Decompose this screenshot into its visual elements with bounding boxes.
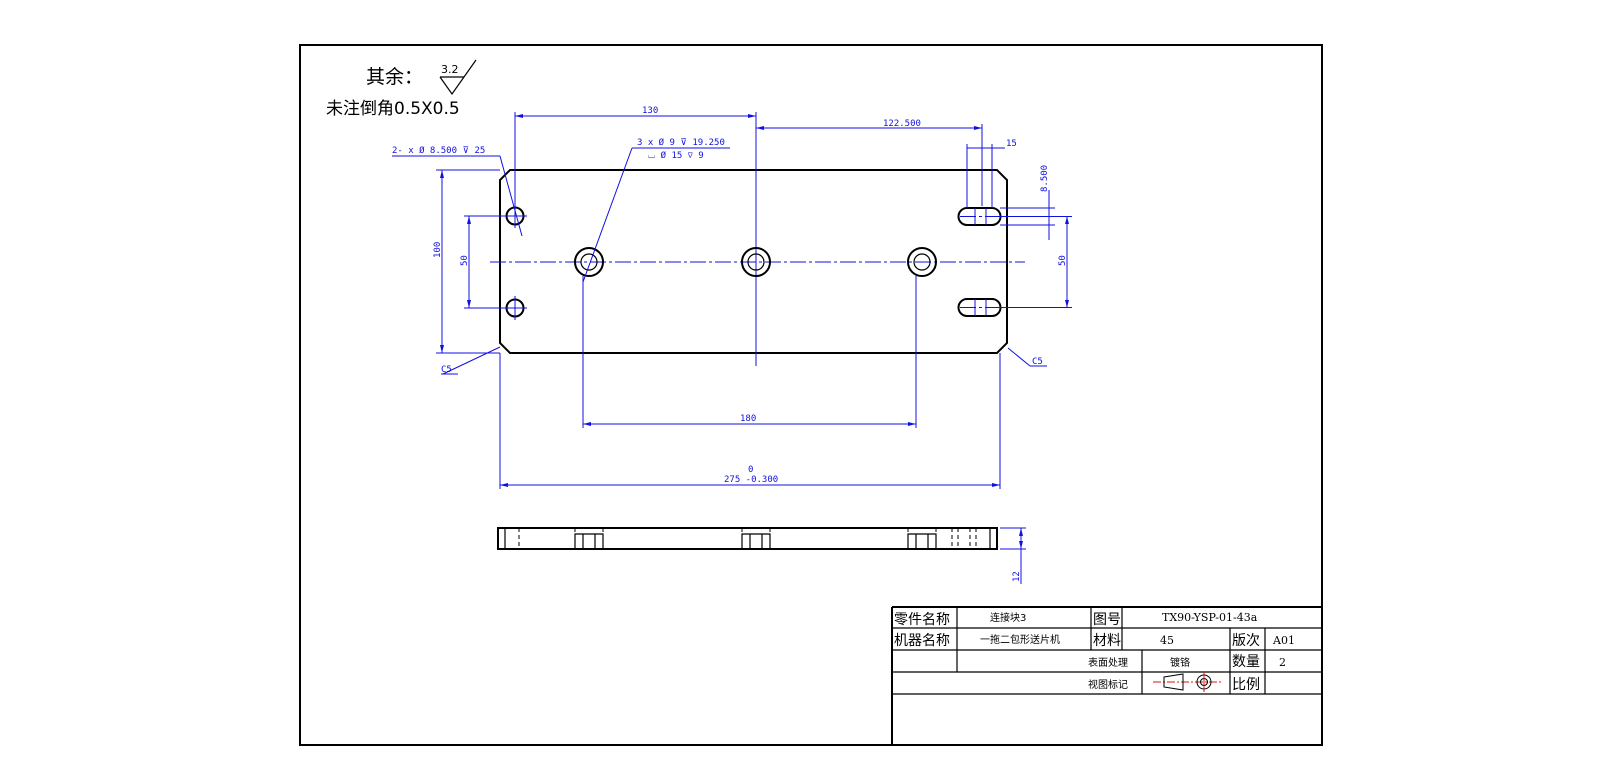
slot-bottom-right xyxy=(957,298,1002,317)
dim-50-right: 50 xyxy=(1058,255,1068,266)
dim-122-5: 122.500 xyxy=(883,119,921,129)
dim-15: 15 xyxy=(1006,139,1017,149)
roughness-value: 3.2 xyxy=(441,63,459,76)
dim-8-5: 8.500 xyxy=(1040,165,1050,192)
dim-180: 180 xyxy=(740,414,756,424)
part-name-label: 零件名称 xyxy=(894,612,950,628)
slot-top-right xyxy=(957,207,1002,226)
surface-label: 表面处理 xyxy=(1088,656,1128,669)
dim-275-upper-tol: 0 xyxy=(748,465,753,475)
dim-275: 275 -0.300 xyxy=(724,475,778,485)
side-counterbores xyxy=(574,533,937,549)
projection-symbol-icon xyxy=(1153,672,1222,692)
quantity: 2 xyxy=(1279,656,1286,669)
hole-callout-small: 2- x Ø 8.500 ⊽ 25 xyxy=(392,145,485,156)
dim-50-left: 50 xyxy=(460,255,470,266)
dim-130: 130 xyxy=(642,106,658,116)
scale-label: 比例 xyxy=(1232,677,1260,693)
machine-name-label: 机器名称 xyxy=(894,633,950,649)
chamfer-c5-right: C5 xyxy=(1032,357,1043,367)
material: 45 xyxy=(1160,634,1174,647)
machine-name: 一拖二包形送片机 xyxy=(980,633,1060,646)
chamfer-note: 未注倒角0.5X0.5 xyxy=(326,99,460,119)
material-label: 材料 xyxy=(1093,633,1121,649)
roughness-prefix: 其余： xyxy=(366,66,423,88)
part-name: 连接块3 xyxy=(990,611,1026,624)
view-label: 视图标记 xyxy=(1088,678,1128,691)
drawing-no-label: 图号 xyxy=(1093,612,1121,628)
revision-label: 版次 xyxy=(1232,633,1260,649)
title-block xyxy=(891,606,1322,745)
counterbore-hole-center xyxy=(741,247,771,277)
hole-callout-counterbore-2: ⌴ Ø 15 ⊽ 9 xyxy=(648,150,704,161)
counterbore-hole-right xyxy=(907,247,937,277)
quantity-label: 数量 xyxy=(1232,654,1260,670)
counterbore-hole-left xyxy=(574,247,604,277)
surface: 镀铬 xyxy=(1170,656,1190,669)
hole-callout-counterbore-1: 3 x Ø 9 ⊽ 19.250 xyxy=(637,137,725,148)
chamfer-c5-left: C5 xyxy=(441,365,452,375)
dim-100: 100 xyxy=(433,242,443,258)
dim-12: 12 xyxy=(1012,571,1022,582)
sheet-border xyxy=(299,44,1323,746)
side-view-outline xyxy=(497,527,998,550)
revision: A01 xyxy=(1272,634,1295,647)
plate-outline xyxy=(499,169,1008,354)
drawing-no: TX90-YSP-01-43a xyxy=(1162,611,1258,624)
roughness-symbol xyxy=(439,59,477,96)
